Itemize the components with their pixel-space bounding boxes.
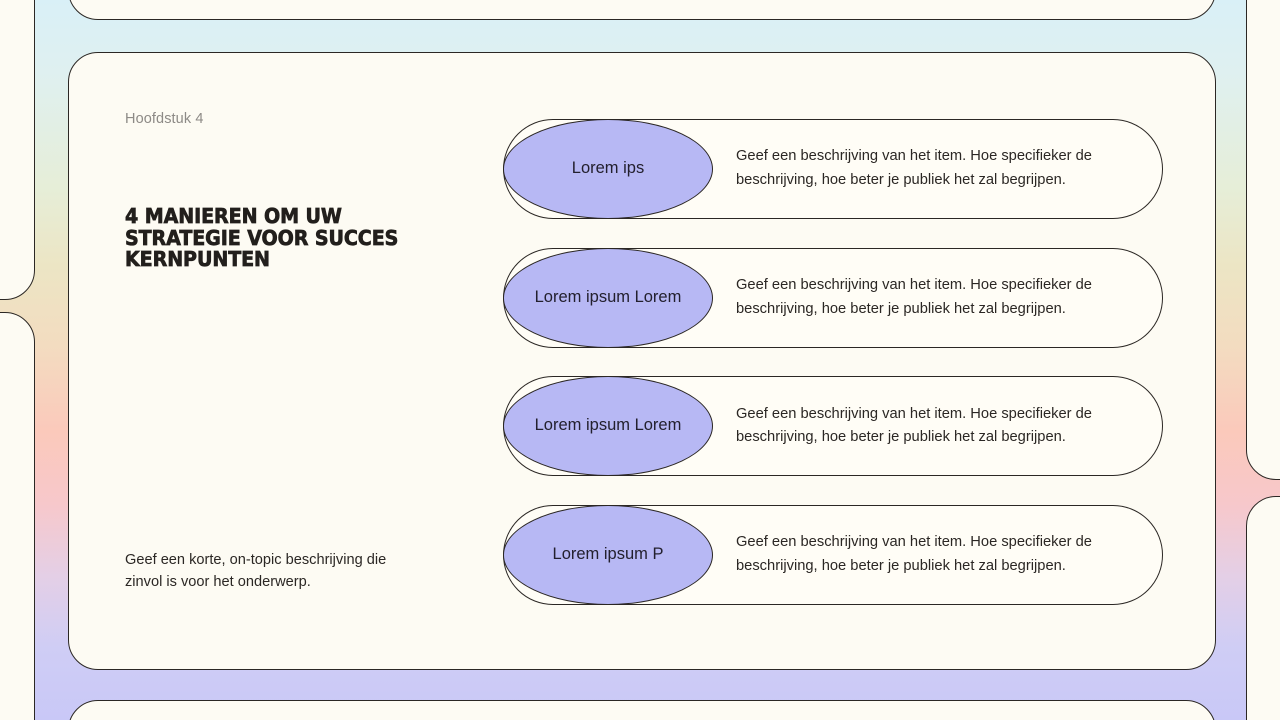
- list-item-description-area: Geef een beschrijving van het item. Hoe …: [713, 505, 1163, 605]
- list-item-description: Geef een beschrijving van het item. Hoe …: [736, 148, 1092, 188]
- list-item-label: Lorem ipsum Lorem: [534, 416, 682, 435]
- slide-description: Geef een korte, on-topic beschrijving di…: [125, 551, 387, 590]
- items-list: Lorem ips Geef een beschrijving van het …: [475, 111, 1163, 613]
- list-item[interactable]: Lorem ipsum Lorem Geef een beschrijving …: [503, 247, 1163, 348]
- list-item[interactable]: Lorem ips Geef een beschrijving van het …: [503, 119, 1163, 219]
- list-item-pill[interactable]: Lorem ipsum Lorem: [503, 376, 713, 477]
- neighbor-slide-left-bottom[interactable]: [0, 312, 35, 720]
- chapter-label: Hoofdstuk 4: [125, 111, 204, 127]
- neighbor-slide-right-bottom[interactable]: [1246, 496, 1280, 720]
- neighbor-slide-below[interactable]: [68, 700, 1216, 720]
- list-item-pill[interactable]: Lorem ipsum Lorem: [503, 247, 713, 348]
- list-item-label: Lorem ips: [571, 159, 645, 178]
- neighbor-slide-left-top[interactable]: [0, 0, 35, 300]
- list-item-description-area: Geef een beschrijving van het item. Hoe …: [713, 119, 1163, 219]
- list-item-label: Lorem ipsum P: [552, 545, 664, 563]
- list-item-pill[interactable]: Lorem ipsum P: [503, 504, 713, 605]
- list-item[interactable]: Lorem ipsum P Geef een beschrijving van …: [503, 504, 1163, 605]
- list-item-description: Geef een beschrijving van het item. Hoe …: [736, 534, 1092, 574]
- list-item-pill[interactable]: Lorem ips: [503, 119, 713, 219]
- list-item[interactable]: Lorem ipsum Lorem Geef een beschrijving …: [503, 376, 1163, 477]
- list-item-description-area: Geef een beschrijving van het item. Hoe …: [713, 248, 1163, 348]
- list-item-description-area: Geef een beschrijving van het item. Hoe …: [713, 376, 1163, 476]
- list-item-description: Geef een beschrijving van het item. Hoe …: [736, 405, 1092, 446]
- list-item-description: Geef een beschrijving van het item. Hoe …: [736, 276, 1092, 317]
- neighbor-slide-above[interactable]: [68, 0, 1216, 20]
- slide-left-column: Hoofdstuk 4 4 MANIEREN OM UW STRATEGIE V…: [125, 111, 475, 613]
- neighbor-slide-right-top[interactable]: [1246, 0, 1280, 480]
- page-title: 4 MANIEREN OM UW STRATEGIE VOOR SUCCES K…: [125, 204, 399, 272]
- list-item-label: Lorem ipsum Lorem: [534, 287, 682, 306]
- current-slide[interactable]: Hoofdstuk 4 4 MANIEREN OM UW STRATEGIE V…: [68, 52, 1216, 670]
